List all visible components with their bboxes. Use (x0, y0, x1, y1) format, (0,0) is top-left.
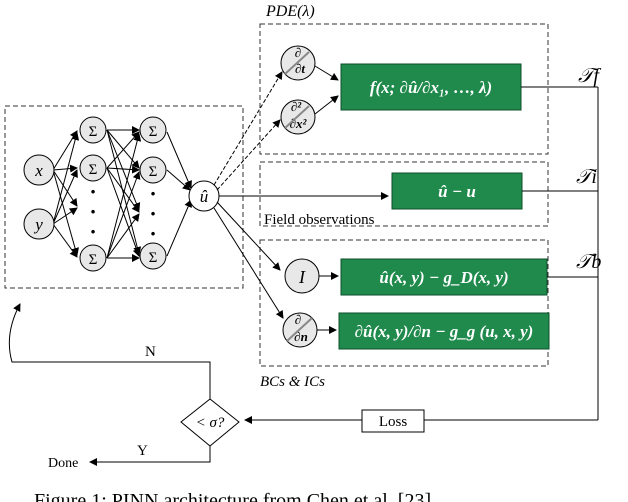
pde-group-label: PDE(λ) (265, 3, 315, 20)
yes-label: Y (137, 443, 148, 459)
u-hat-label: û (200, 187, 209, 206)
u-hat-edges (213, 71, 389, 319)
network-group (4, 105, 244, 289)
dt-numerator: ∂ (295, 45, 301, 60)
ellipsis-dot: · (149, 181, 156, 206)
sum-node (139, 116, 167, 144)
identity-label: I (298, 267, 306, 287)
loss-label: Loss (379, 414, 408, 430)
ellipsis-dot: · (149, 201, 156, 226)
network-edges (52, 126, 192, 262)
figure-caption: Figure 1: PINN architecture from Chen et… (34, 490, 431, 502)
sum-node (79, 154, 107, 182)
loss-term-b: 𝒯b (576, 251, 601, 273)
ellipsis-dot: · (89, 199, 96, 224)
ellipsis-dot: · (149, 221, 156, 246)
dt-denominator: ∂t (295, 61, 305, 76)
convergence-check-label: < σ? (196, 415, 225, 431)
dx2-slash (284, 105, 310, 129)
field-group-label: Field observations (264, 212, 375, 228)
neumann-residual-box (338, 312, 550, 350)
yes-arrow (89, 446, 211, 466)
loss-term-i: 𝒯i (576, 166, 598, 188)
bc-group-label: BCs & ICs (260, 374, 325, 390)
hidden-layer-1: Σ Σ · · · Σ (79, 116, 107, 272)
sum-node (79, 244, 107, 272)
dx2-numerator: ∂² (291, 99, 302, 114)
observation-residual-text: û − u (438, 182, 476, 201)
observation-residual-box (391, 172, 523, 210)
ellipsis-dot: · (89, 219, 96, 244)
dx2-denominator: ∂x² (290, 116, 308, 131)
dn-denominator: ∂n (294, 329, 308, 344)
no-loop-arrow (8, 303, 211, 399)
sum-label: Σ (149, 124, 158, 140)
sum-node (139, 242, 167, 270)
dt-slash (284, 51, 310, 75)
loss-term-f: 𝒯f (578, 65, 601, 87)
dirichlet-residual-box (340, 258, 548, 296)
sum-label: Σ (149, 164, 158, 180)
pde-residual-box (340, 63, 522, 111)
no-label: N (145, 344, 156, 360)
pde-residual-text: f(x; ∂û/∂x₁, …, λ) (370, 78, 492, 97)
input-x-node (23, 154, 55, 186)
box-inputs (314, 65, 339, 334)
field-group (259, 161, 549, 227)
sum-label: Σ (89, 124, 98, 140)
bc-group (259, 239, 549, 367)
hidden-layer-2: Σ Σ · · · Σ (139, 116, 167, 270)
dirichlet-residual-text: û(x, y) − g_D(x, y) (379, 268, 508, 287)
dn-numerator: ∂ (295, 312, 301, 327)
input-y-node (23, 208, 55, 240)
loss-box (361, 409, 425, 433)
sum-node (139, 156, 167, 184)
neumann-residual-text: ∂û(x, y)/∂n − g_g (u, x, y) (355, 322, 534, 341)
sum-label: Σ (149, 250, 158, 266)
done-label: Done (48, 456, 78, 471)
input-x-label: x (34, 161, 43, 180)
pde-group (259, 23, 549, 155)
sum-label: Σ (89, 252, 98, 268)
sum-node (79, 116, 107, 144)
dn-slash (286, 317, 313, 342)
ellipsis-dot: · (89, 179, 96, 204)
sum-label: Σ (89, 162, 98, 178)
loss-edges (244, 86, 599, 424)
input-y-label: y (33, 215, 43, 234)
